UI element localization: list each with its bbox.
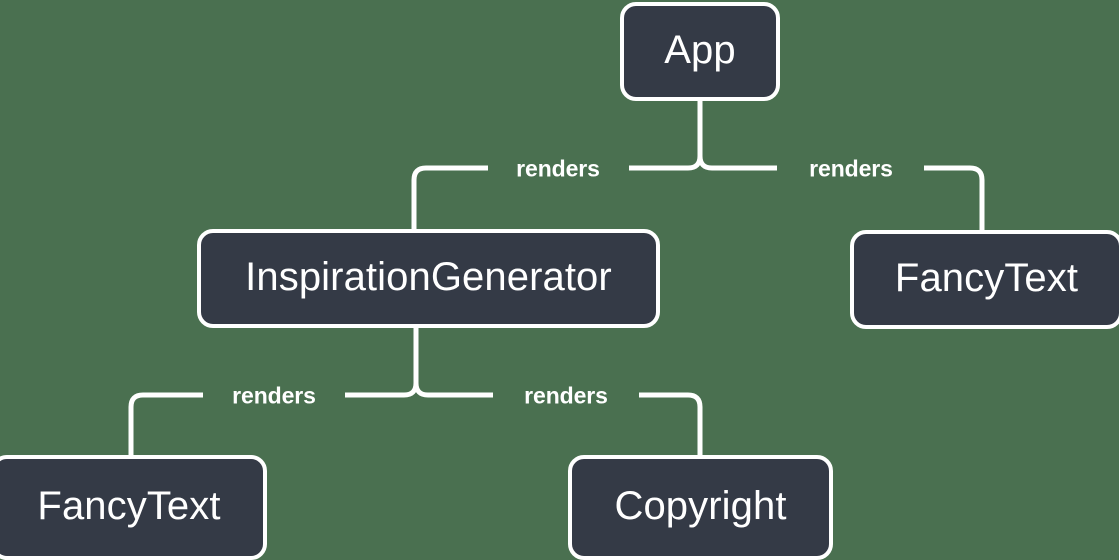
- edge-app-inspiration-elbow: [411, 165, 427, 229]
- edge-inspiration-junction-right: [413, 382, 429, 398]
- edge-inspiration-fancyleft-elbow: [128, 392, 144, 455]
- edge-inspiration-junction-left: [403, 382, 419, 398]
- edge-app-junction-left: [687, 155, 703, 171]
- node-fancy-text-right-label: FancyText: [894, 256, 1079, 300]
- node-fancy-text-left-label: FancyText: [37, 484, 221, 528]
- edge-label-app-to-inspiration: renders: [516, 155, 600, 182]
- edge-label-inspiration-to-copyright: renders: [524, 382, 608, 409]
- node-app-label: App: [664, 28, 736, 72]
- edge-app-fancyright-elbow: [969, 165, 985, 230]
- node-app[interactable]: App: [620, 2, 780, 101]
- node-fancy-text-right[interactable]: FancyText: [850, 230, 1119, 329]
- node-fancy-text-left[interactable]: FancyText: [0, 455, 267, 560]
- edge-label-app-to-fancy-text-right: renders: [809, 155, 893, 182]
- node-inspiration-generator[interactable]: InspirationGenerator: [197, 229, 660, 328]
- edge-label-inspiration-to-fancy-text-left: renders: [232, 382, 316, 409]
- edge-inspiration-copyright-elbow: [687, 392, 703, 455]
- node-inspiration-generator-label: InspirationGenerator: [245, 255, 612, 299]
- node-copyright-label: Copyright: [614, 484, 787, 528]
- edge-app-junction-right: [697, 155, 713, 171]
- node-copyright[interactable]: Copyright: [568, 455, 833, 560]
